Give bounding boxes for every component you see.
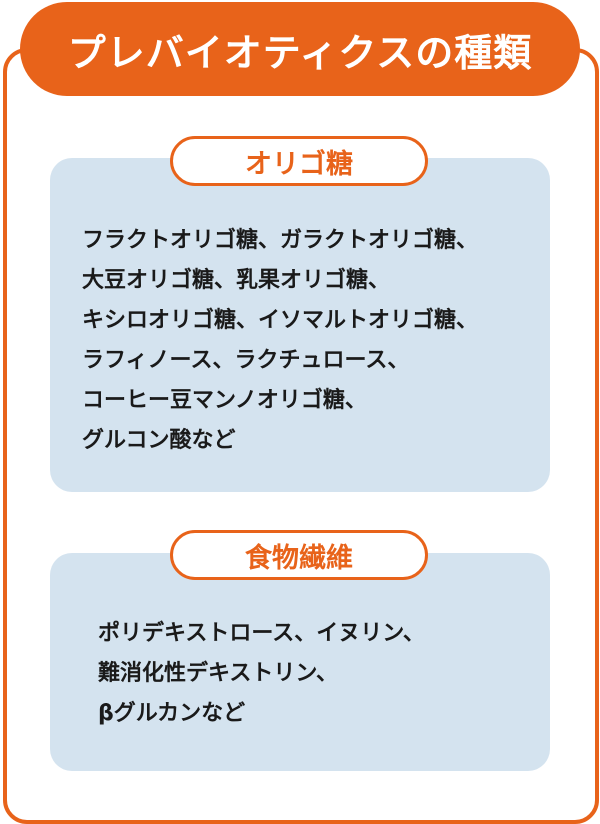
oligosaccharide-panel	[50, 158, 550, 492]
list-item: グルコン酸など	[82, 428, 236, 453]
list-item: ラフィノース、ラクチュロース、	[82, 348, 410, 373]
oligosaccharide-list: フラクトオリゴ糖、ガラクトオリゴ糖、 大豆オリゴ糖、乳果オリゴ糖、 キシロオリゴ…	[82, 221, 478, 461]
section-label: オリゴ糖	[245, 148, 353, 180]
oligosaccharide-label-pill: オリゴ糖	[170, 136, 428, 186]
list-item: フラクトオリゴ糖、ガラクトオリゴ糖、	[82, 228, 479, 253]
list-item: 難消化性デキストリン、	[98, 661, 339, 686]
title-banner: プレバイオティクスの種類	[20, 2, 580, 96]
list-item: 大豆オリゴ糖、乳果オリゴ糖、	[82, 268, 391, 293]
list-item: キシロオリゴ糖、イソマルトオリゴ糖、	[82, 308, 479, 333]
dietary-fiber-list: ポリデキストロース、イヌリン、 難消化性デキストリン、 βグルカンなど	[98, 614, 425, 734]
list-item: ポリデキストロース、イヌリン、	[98, 621, 425, 646]
dietary-fiber-panel	[50, 553, 550, 771]
section-label: 食物繊維	[245, 542, 353, 574]
list-item: βグルカンなど	[98, 701, 246, 726]
list-item: コーヒー豆マンノオリゴ糖、	[82, 388, 367, 413]
dietary-fiber-label-pill: 食物繊維	[170, 530, 428, 580]
page-title: プレバイオティクスの種類	[67, 30, 533, 75]
